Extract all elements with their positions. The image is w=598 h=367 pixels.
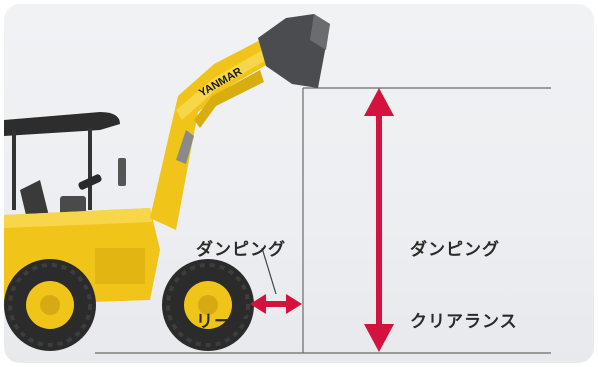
dumping-clearance-label: ダンピング クリアランス — [410, 190, 518, 358]
wheel-loader-illustration: YANMAR — [4, 14, 330, 351]
diagram-canvas: YANMAR — [4, 14, 551, 354]
reach-leader-line — [261, 247, 277, 295]
clearance-label-line1: ダンピング — [410, 240, 500, 260]
diagram-panel: YANMAR — [4, 4, 594, 363]
reach-label-line1: ダンピング — [196, 240, 286, 260]
double-arrow-horizontal — [250, 294, 302, 314]
reach-label-line2: リーチ — [196, 312, 250, 332]
clearance-label-line2: クリアランス — [410, 312, 518, 332]
dumping-reach-label: ダンピング リーチ — [196, 190, 286, 358]
double-arrow-vertical — [364, 88, 394, 352]
